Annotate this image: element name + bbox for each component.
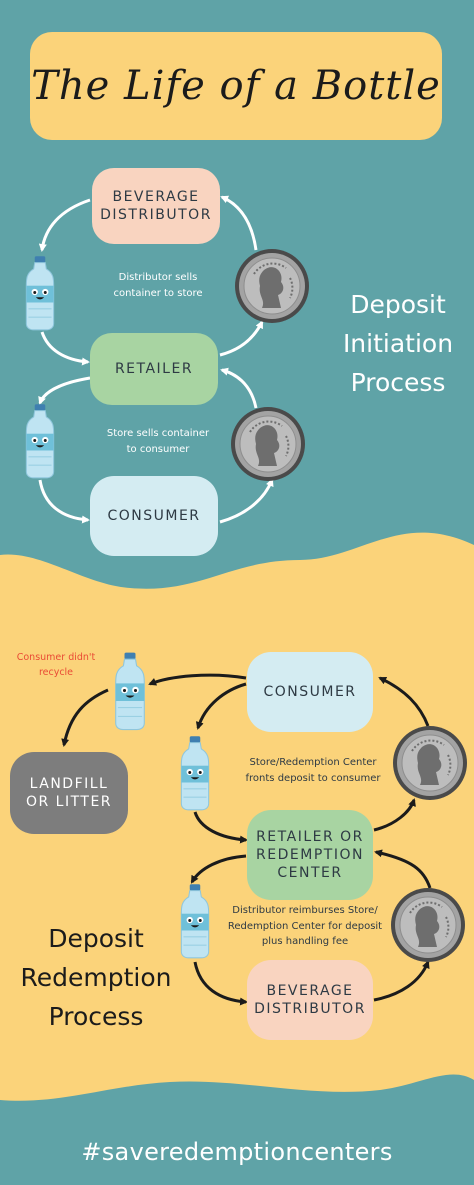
landfill-label-line: OR LITTER xyxy=(25,794,113,810)
arrow-bottle-to-retailer xyxy=(40,331,90,366)
hashtag-footer: #saveredemptioncenters xyxy=(81,1138,393,1166)
arrow-distributor-to-bottle xyxy=(38,198,91,252)
water-bottle-icon xyxy=(25,403,55,479)
heading-line: Deposit xyxy=(350,290,446,319)
heading-line: Redemption xyxy=(20,962,172,992)
arrow-coin-to-retailer xyxy=(220,367,258,409)
arrow-bottle-to-consumer xyxy=(38,479,90,524)
initiation-consumer-box xyxy=(90,476,218,556)
initiation-retailer-label: RETAILER xyxy=(90,333,218,405)
arrow-retailer-to-coin xyxy=(373,798,416,832)
arrow-coin-to-retailer xyxy=(374,849,432,889)
arrow-consumer-to-coin xyxy=(219,478,274,524)
arrow-consumer-to-bottle-top xyxy=(148,673,247,686)
redemption-heading: Deposit Redemption Process xyxy=(6,920,186,1036)
redemption-landfill-box xyxy=(10,752,128,834)
retailer-label: RETAILER xyxy=(114,360,194,377)
arrow-retailer-to-coin xyxy=(219,320,264,357)
landfill-label-line: LANDFILL xyxy=(29,775,109,792)
caption-reimburses: Distributor reimburses Store/ Redemption… xyxy=(220,903,390,950)
caption-line: plus handling fee xyxy=(261,936,349,947)
redemption-landfill-label: LANDFILL OR LITTER xyxy=(10,752,128,834)
coin-icon xyxy=(390,887,466,963)
redemption-retailer-box xyxy=(247,810,373,900)
caption-line: Distributor sells xyxy=(118,272,198,283)
distributor-label-line: BEVERAGE xyxy=(266,982,354,999)
caption-store-sells: Store sells container to consumer xyxy=(88,426,228,457)
retailer-label-line: RETAILER OR xyxy=(256,828,364,845)
caption-line: Distributor reimburses Store/ xyxy=(232,905,378,916)
coin-icon xyxy=(230,406,306,482)
water-bottle-icon xyxy=(25,255,55,331)
note-line: Consumer didn't xyxy=(16,652,96,663)
consumer-didnt-recycle-note: Consumer didn't recycle xyxy=(6,650,106,680)
arrow-retailer-to-bottle xyxy=(190,854,247,884)
distributor-label-line: DISTRIBUTOR xyxy=(100,207,212,223)
redemption-distributor-box xyxy=(247,960,373,1040)
coin-icon xyxy=(234,248,310,324)
initiation-heading: Deposit Initiation Process xyxy=(326,286,470,402)
teal-bottom-band xyxy=(0,1074,474,1185)
heading-line: Initiation xyxy=(342,328,454,358)
initiation-distributor-label: BEVERAGE DISTRIBUTOR xyxy=(92,168,220,244)
arrow-distributor-to-coin xyxy=(373,960,430,1002)
arrow-bottle-to-retailer xyxy=(193,811,248,844)
redemption-distributor-label: BEVERAGE DISTRIBUTOR xyxy=(247,960,373,1040)
note-line: recycle xyxy=(38,667,74,679)
retailer-label-line: CENTER xyxy=(277,865,343,882)
arrow-bottle-to-distributor xyxy=(193,961,248,1006)
caption-line: Store sells container xyxy=(106,428,210,439)
title-banner: The Life of a Bottle xyxy=(30,32,442,140)
caption-line: Store/Redemption Center xyxy=(249,757,377,768)
caption-distributor-sells: Distributor sells container to store xyxy=(88,270,228,301)
arrow-bottle-to-landfill xyxy=(61,688,109,747)
heading-line: Process xyxy=(48,1001,144,1031)
page-title: The Life of a Bottle xyxy=(31,63,441,109)
arrow-retailer-to-bottle xyxy=(38,376,91,405)
caption-line: to consumer xyxy=(126,443,190,455)
redemption-consumer-box xyxy=(247,652,373,732)
caption-fronts-deposit: Store/Redemption Center fronts deposit t… xyxy=(228,755,398,786)
caption-line: fronts deposit to consumer xyxy=(245,772,381,784)
consumer-label: CONSUMER xyxy=(107,507,201,524)
arrow-coin-to-distributor xyxy=(220,195,258,251)
heading-line: Process xyxy=(350,367,446,397)
redemption-consumer-label: CONSUMER xyxy=(247,652,373,732)
retailer-label-line: REDEMPTION xyxy=(256,846,364,863)
consumer-label: CONSUMER xyxy=(263,683,357,700)
initiation-consumer-label: CONSUMER xyxy=(90,476,218,556)
coin-icon xyxy=(392,725,468,801)
arrow-consumer-to-bottle-mid xyxy=(195,682,247,730)
distributor-label-line: DISTRIBUTOR xyxy=(254,1001,366,1017)
caption-line: container to store xyxy=(113,287,203,299)
initiation-distributor-box xyxy=(92,168,220,244)
distributor-label-line: BEVERAGE xyxy=(112,188,200,205)
heading-line: Deposit xyxy=(48,924,144,953)
arrow-coin-to-consumer xyxy=(378,676,430,727)
redemption-retailer-label: RETAILER OR REDEMPTION CENTER xyxy=(247,810,373,900)
initiation-retailer-box xyxy=(90,333,218,405)
caption-line: Redemption Center for deposit xyxy=(227,920,383,932)
